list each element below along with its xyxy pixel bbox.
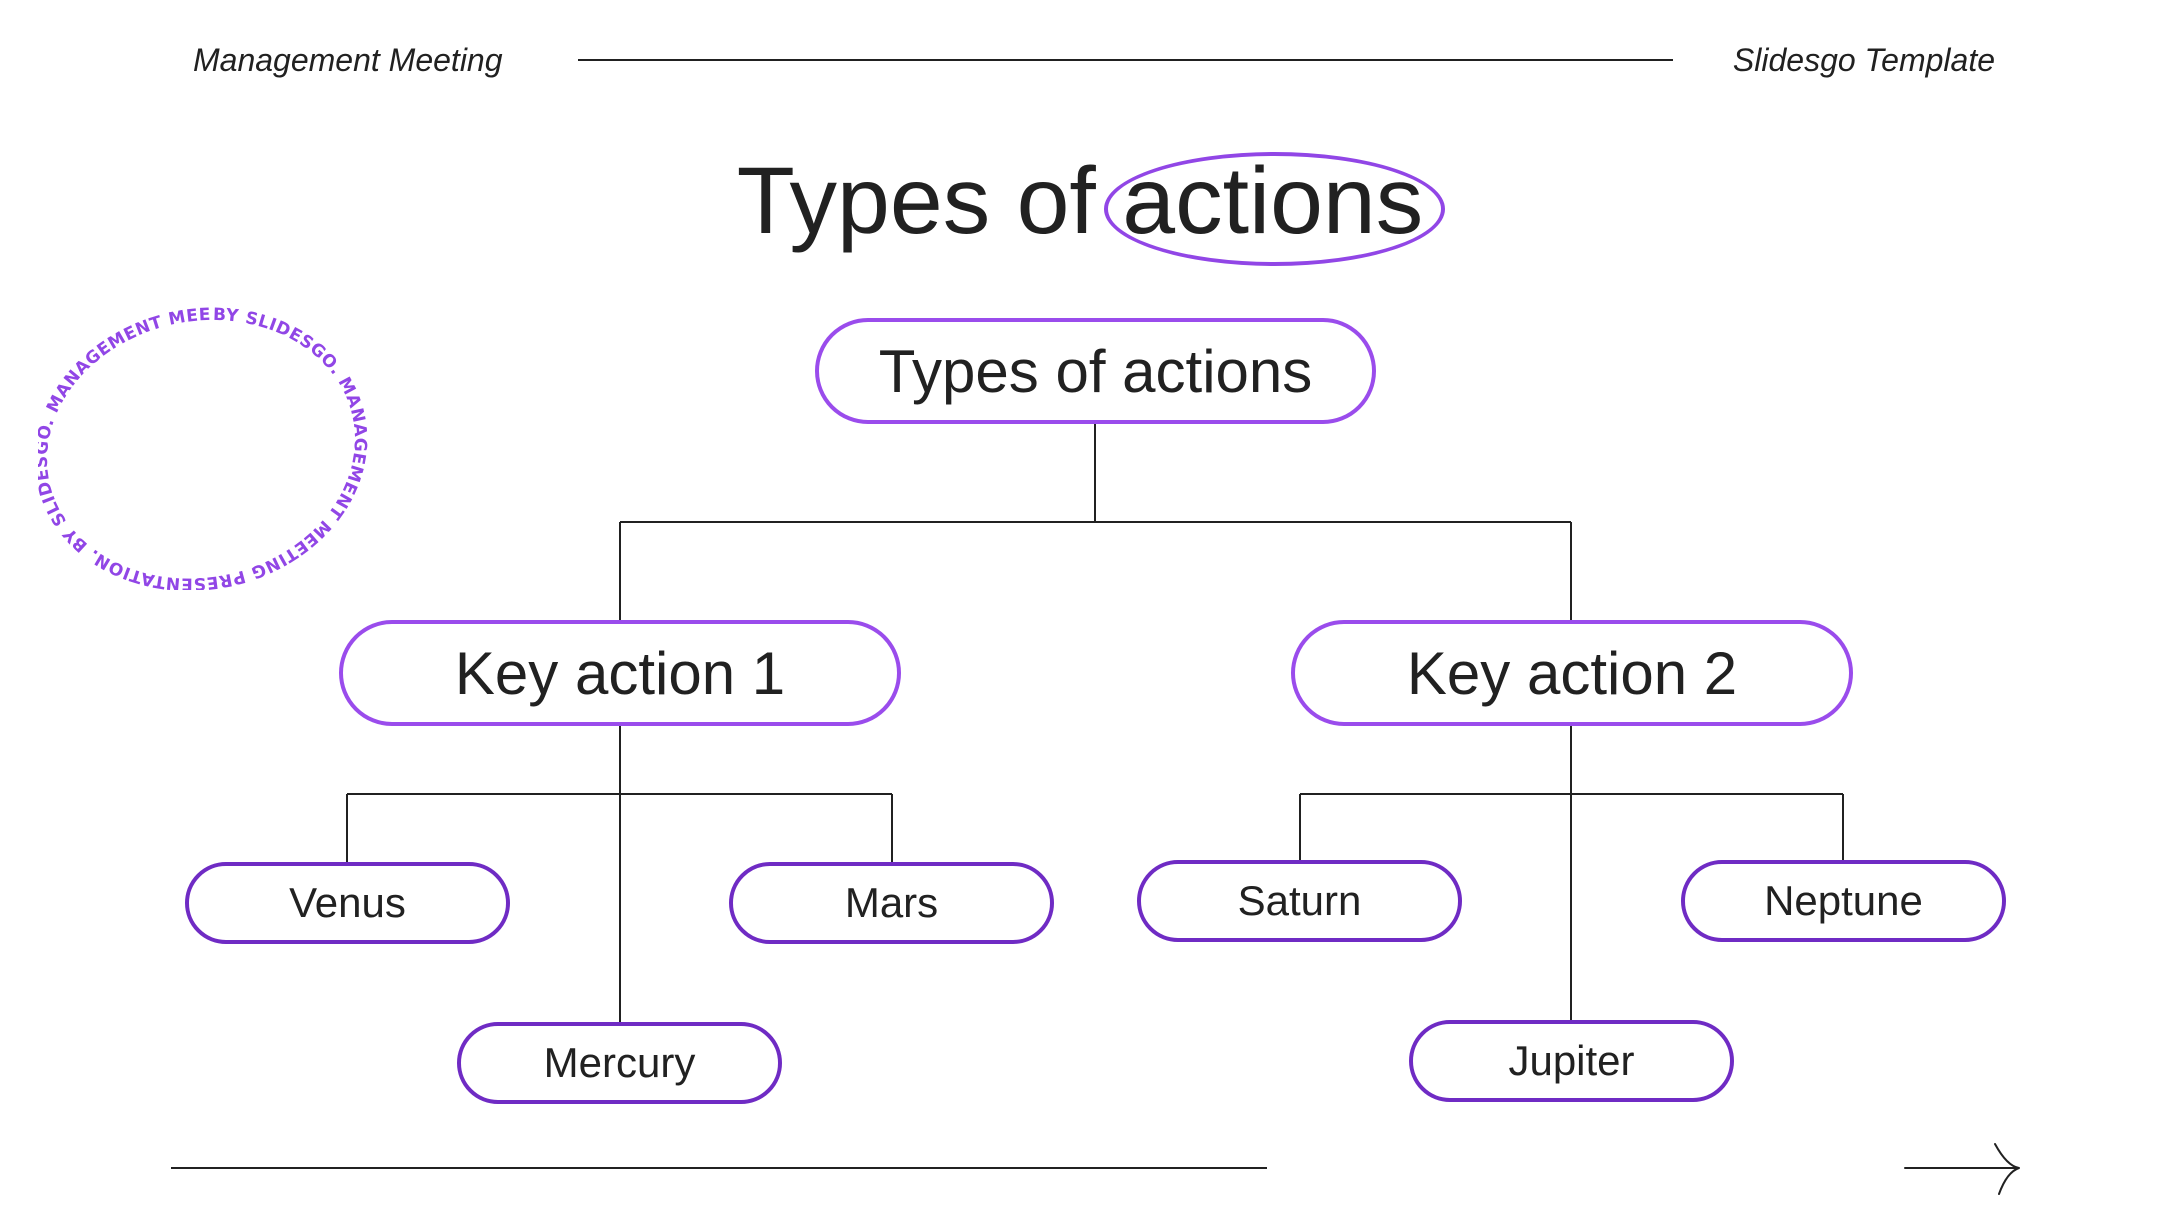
header-right-title: Slidesgo Template: [1732, 42, 1995, 78]
circular-stamp-icon: BY SLIDESGO. MANAGEMENT MEETING PRESENTA…: [38, 300, 370, 590]
node-jupiter: Jupiter: [1409, 1020, 1734, 1102]
header-left-title: Management Meeting: [193, 42, 503, 78]
node-mercury: Mercury: [457, 1022, 782, 1104]
slide-title-prefix: Types of: [736, 148, 1123, 254]
node-venus: Venus: [185, 862, 510, 944]
node-key-action-1: Key action 1: [339, 620, 901, 726]
header-divider: [578, 59, 1673, 61]
node-saturn: Saturn: [1137, 860, 1462, 942]
node-neptune: Neptune: [1681, 860, 2006, 942]
slide-title: Types of actions: [0, 146, 2160, 266]
footer-divider: [171, 1167, 1267, 1169]
node-root: Types of actions: [815, 318, 1376, 424]
node-key-action-2: Key action 2: [1291, 620, 1853, 726]
node-mars: Mars: [729, 862, 1054, 944]
arrow-right-icon[interactable]: [1903, 1140, 2023, 1200]
slide-title-highlight: actions: [1104, 148, 1446, 266]
